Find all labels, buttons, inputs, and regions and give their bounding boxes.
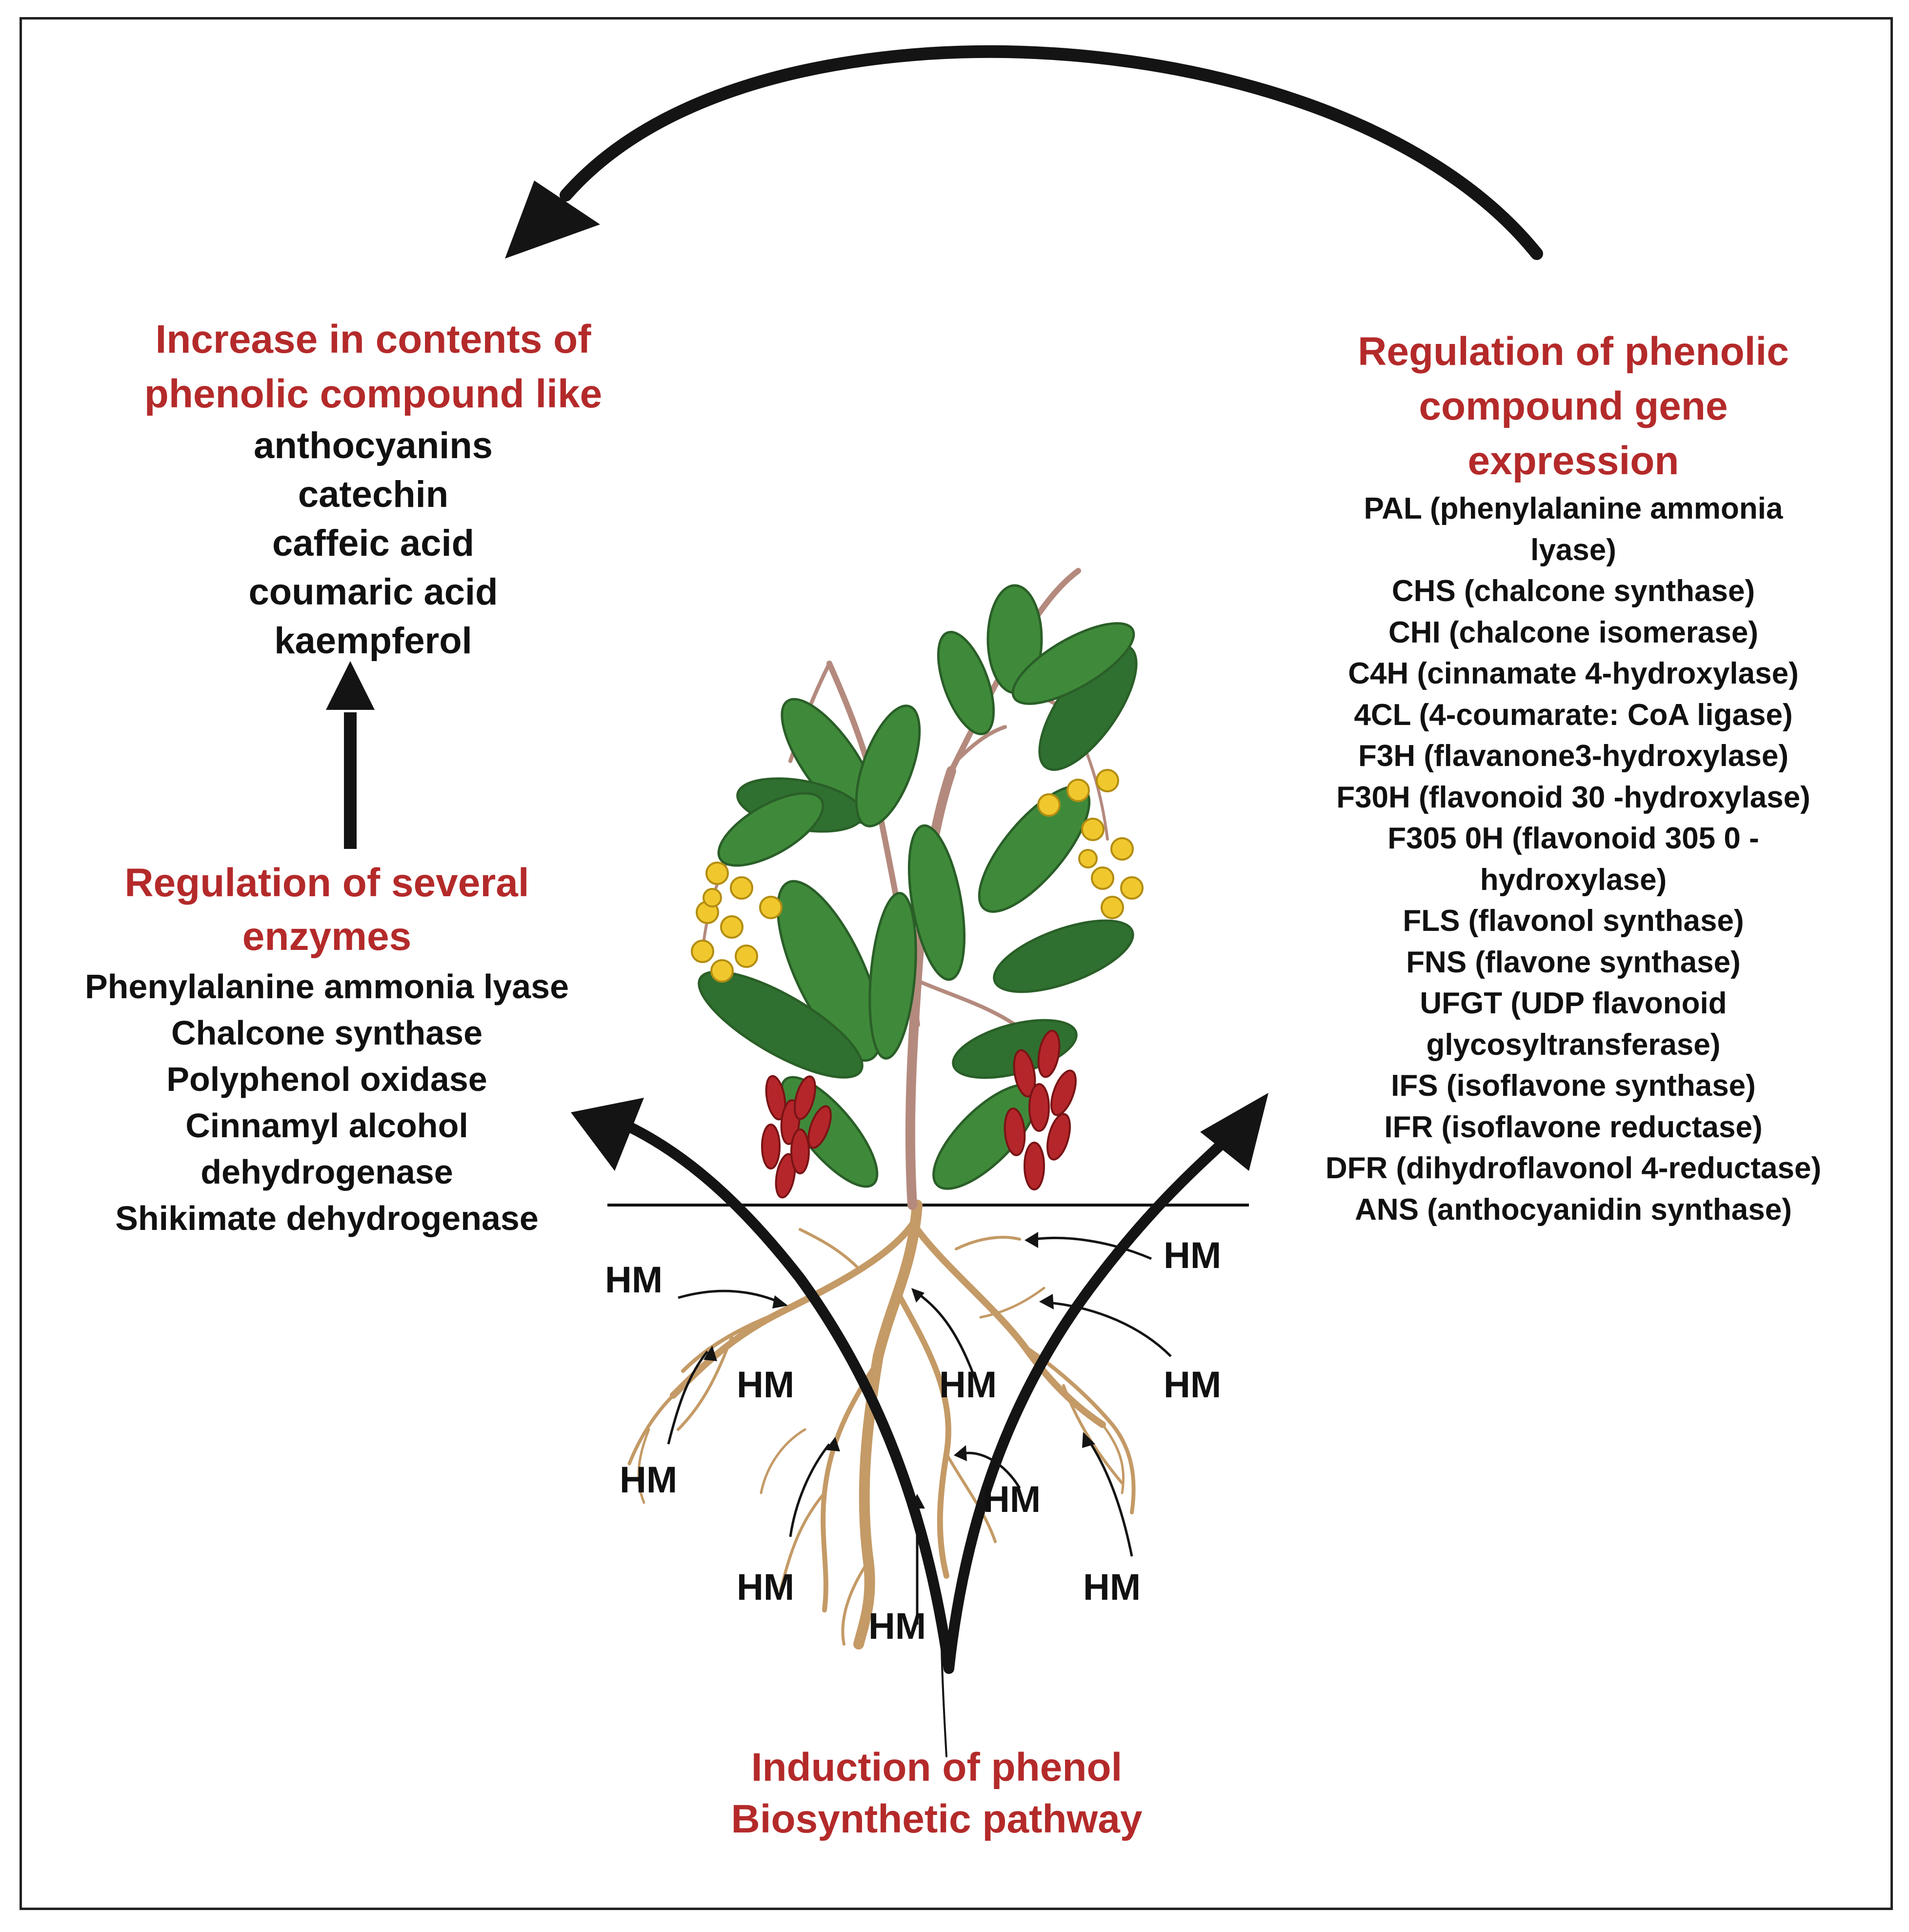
compound-increase-block: Increase in contents of phenolic compoun… [93,312,654,665]
enzyme-regulation-block: Regulation of several enzymes Phenylalan… [39,856,615,1242]
gene-item: CHS (chalcone synthase) [1391,574,1755,608]
gene-item: UFGT (UDP flavonoid [1420,986,1727,1020]
gene-item: FLS (flavonol synthase) [1403,904,1744,938]
hm-label: HM [605,1259,663,1301]
induction-line-2: Biosynthetic pathway [731,1797,1143,1841]
compound-item: catechin [298,474,449,515]
enzyme-item: Phenylalanine ammonia lyase [84,967,569,1006]
compound-increase-title-2: phenolic compound like [144,372,603,416]
enzyme-item: Chalcone synthase [171,1014,482,1052]
gene-expression-block: Regulation of phenolic compound gene exp… [1278,324,1869,1230]
hm-label: HM [939,1364,997,1406]
hm-uptake-arrows [667,1236,1172,1625]
hm-label: HM [737,1364,795,1406]
gene-list: PAL (phenylalanine ammonia lyase) CHS (c… [1278,488,1869,1230]
hm-uptake-arrowheads [703,1232,1095,1509]
hm-label: HM [1083,1567,1141,1608]
top-curved-arrow [505,45,1543,260]
red-berries [761,1029,1077,1199]
enzyme-regulation-title-2: enzymes [242,914,412,959]
enzyme-item: Polyphenol oxidase [166,1060,487,1098]
compound-list: anthocyanins catechin caffeic acid couma… [93,422,654,665]
plant-leaves [698,584,1138,1190]
gene-item: glycosyltransferase) [1426,1027,1721,1062]
enzyme-item: Shikimate dehydrogenase [115,1199,539,1237]
compound-increase-title-1: Increase in contents of [155,317,591,362]
gene-item: 4CL (4-coumarate: CoA ligase) [1354,698,1793,732]
gene-item: CHI (chalcone isomerase) [1388,615,1759,649]
induction-line-1: Induction of phenol [751,1745,1123,1790]
figure-frame [20,17,1893,1910]
gene-item: lyase) [1530,533,1616,567]
hm-label: HM [737,1567,795,1608]
induction-arrows [614,1117,1240,1757]
gene-item: PAL (phenylalanine ammonia [1364,492,1783,525]
hm-label: HM [620,1459,678,1501]
hm-label: HM [1164,1364,1222,1406]
compound-item: caffeic acid [272,523,474,564]
gene-expression-title-3: expression [1467,439,1679,483]
gene-item: F3H (flavanone3-hydroxylase) [1358,739,1789,773]
gene-expression-title-1: Regulation of phenolic [1358,329,1789,374]
compound-item: kaempferol [274,620,472,662]
gene-item: hydroxylase) [1480,863,1667,897]
gene-item: F305 0H (flavonoid 305 0 - [1387,822,1759,855]
enzyme-item: Cinnamyl alcohol [185,1107,468,1145]
enzyme-item: dehydrogenase [201,1153,453,1191]
gene-item: ANS (anthocyanidin synthase) [1355,1192,1792,1227]
induction-block: Induction of phenol Biosynthetic pathway [673,1742,1200,1845]
hm-label: HM [983,1479,1041,1520]
gene-expression-title-2: compound gene [1419,384,1728,428]
compound-item: anthocyanins [254,425,493,466]
gene-item: DFR (dihydroflavonol 4-reductase) [1325,1151,1822,1185]
root-system [627,1200,1136,1650]
gene-item: F30H (flavonoid 30 -hydroxylase) [1336,780,1810,814]
gene-item: FNS (flavone synthase) [1406,945,1741,979]
enzymes-to-compounds-arrow [326,661,375,849]
hm-label: HM [868,1606,926,1647]
gene-item: IFS (isoflavone synthase) [1391,1069,1756,1103]
gene-item: IFR (isoflavone reductase) [1384,1110,1763,1144]
enzyme-regulation-title-1: Regulation of several [124,861,529,905]
gene-item: C4H (cinnamate 4-hydroxylase) [1348,657,1799,690]
right-arrowhead [1200,1093,1268,1171]
yellow-flowers [691,769,1144,983]
enzyme-list: Phenylalanine ammonia lyase Chalcone syn… [39,964,615,1242]
compound-item: coumaric acid [248,571,498,613]
left-arrowhead [571,1098,644,1171]
hm-label: HM [1164,1235,1222,1276]
